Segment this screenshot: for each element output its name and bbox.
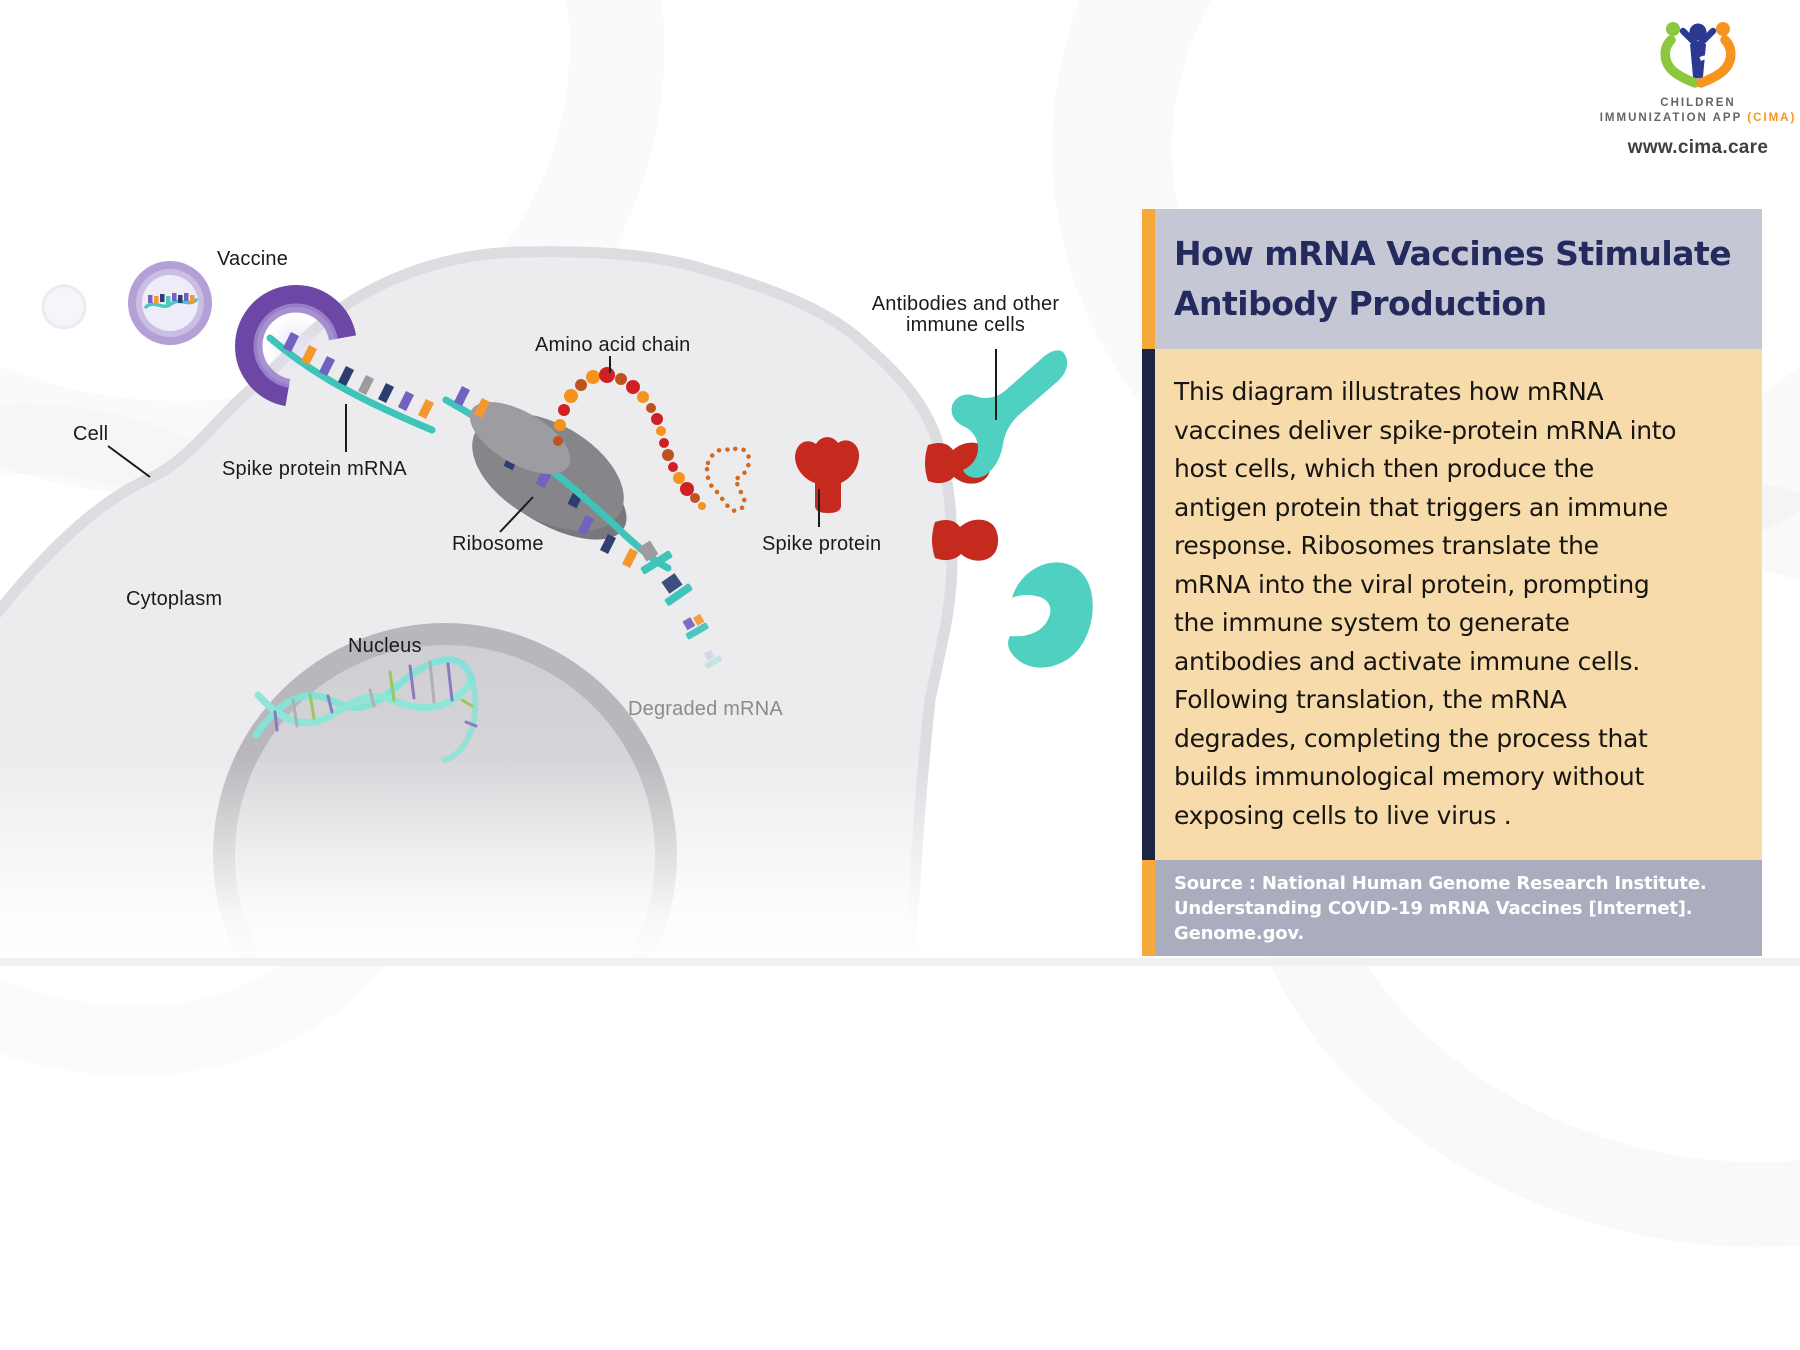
mrna-vaccine-diagram <box>0 246 1150 966</box>
body-accent-bar <box>1142 349 1155 860</box>
panel-body-block: This diagram illustrates how mRNA vaccin… <box>1142 349 1762 860</box>
label-amino-acid-chain: Amino acid chain <box>535 334 691 356</box>
brand-name-line1: CHILDREN <box>1660 97 1736 109</box>
source-citation: Source : National Human Genome Research … <box>1174 873 1707 944</box>
brand-name-text: IMMUNIZATION APP <box>1599 112 1743 124</box>
label-cytoplasm: Cytoplasm <box>126 588 223 610</box>
bottom-edge-strip <box>0 958 1800 966</box>
label-antibodies: Antibodies and other immune cells <box>871 293 1060 336</box>
label-cell: Cell <box>73 423 109 445</box>
spike-protein-shape <box>795 437 860 513</box>
brand-name-accent: (CIMA) <box>1747 112 1797 124</box>
page-title: How mRNA Vaccines Stimulate Antibody Pro… <box>1174 234 1732 323</box>
cima-logo: CHILDREN IMMUNIZATION APP (CIMA) www.cim… <box>1593 18 1800 159</box>
title-accent-bar <box>1142 209 1155 349</box>
brand-name-line2: IMMUNIZATION APP (CIMA) <box>1593 111 1800 126</box>
spike-protein-mrna-strand <box>266 331 436 434</box>
degraded-mrna-fragments <box>638 540 722 669</box>
faded-vaccine-particle <box>41 284 87 330</box>
cima-heart-people-icon <box>1660 22 1736 88</box>
folding-spike-protein-outline <box>704 446 752 513</box>
ribosome-shape <box>442 385 672 572</box>
panel-title-block: How mRNA Vaccines Stimulate Antibody Pro… <box>1142 209 1762 349</box>
label-pointer-lines <box>107 349 997 533</box>
label-spike-protein: Spike protein <box>762 533 882 555</box>
antibody-shape <box>951 350 1068 478</box>
amino-acid-chain <box>553 367 752 513</box>
description-text: This diagram illustrates how mRNA vaccin… <box>1174 377 1677 830</box>
dna-helix <box>252 656 479 763</box>
ribosome-strand-ticks <box>453 385 639 569</box>
label-vaccine: Vaccine <box>217 248 289 270</box>
bottom-fade <box>0 755 1150 966</box>
info-panel: How mRNA Vaccines Stimulate Antibody Pro… <box>1142 209 1762 956</box>
immune-cell-shape <box>1008 562 1093 668</box>
label-spike-protein-mrna: Spike protein mRNA <box>222 458 407 480</box>
vaccine-particle <box>128 261 212 345</box>
source-accent-bar <box>1142 860 1155 956</box>
label-degraded-mrna: Degraded mRNA <box>628 698 783 720</box>
vaccine-mrna-ticks <box>148 293 195 304</box>
panel-source-block: Source : National Human Genome Research … <box>1142 860 1762 956</box>
website-url: www.cima.care <box>1627 137 1769 158</box>
label-nucleus: Nucleus <box>348 635 422 657</box>
infographic-stage: Vaccine Cell Spike protein mRNA Ribosome… <box>0 18 1800 966</box>
label-ribosome: Ribosome <box>452 533 544 555</box>
